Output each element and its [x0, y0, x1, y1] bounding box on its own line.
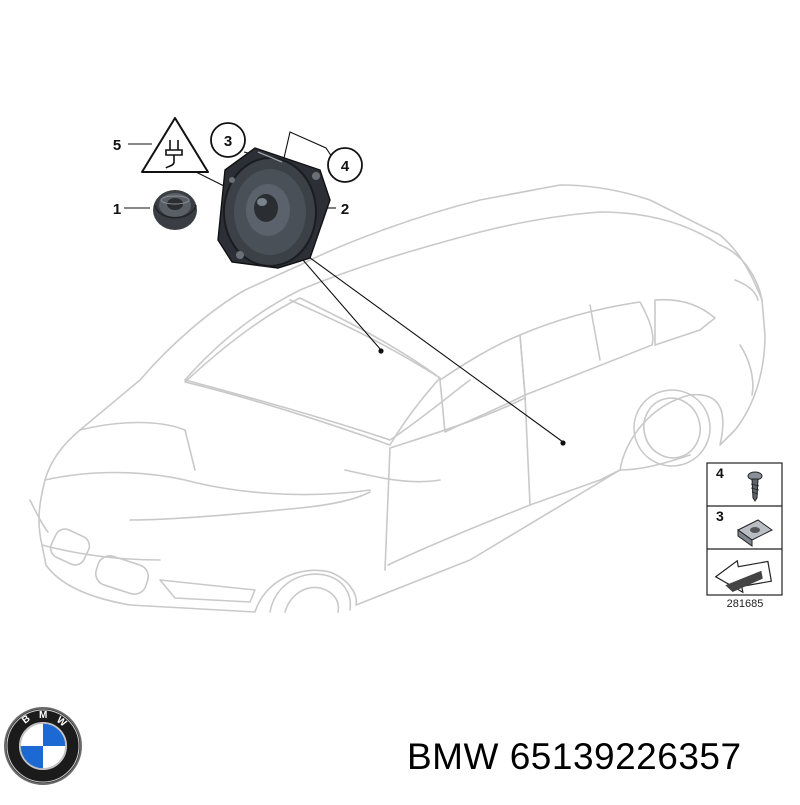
- callout-1: 1: [113, 201, 121, 218]
- brand-name: BMW: [407, 736, 499, 777]
- part-number: 65139226357: [509, 736, 742, 777]
- callout-5-label: 5: [113, 137, 121, 154]
- part-caption: BMW 65139226357: [407, 736, 797, 786]
- callout-5: 5: [113, 137, 121, 154]
- target-dot-door: [560, 440, 566, 446]
- legend-item-3-number: 3: [716, 508, 724, 524]
- legend-item-4-number: 4: [716, 465, 724, 481]
- leader-lines: [124, 131, 564, 443]
- target-dot-dashboard: [378, 348, 384, 354]
- speaker-icon: [217, 147, 331, 269]
- drawing-number: 281685: [727, 598, 764, 610]
- callout-4-label: 4: [341, 158, 350, 175]
- bmw-logo: B M W: [4, 707, 82, 785]
- direction-arrow-icon: [714, 559, 773, 594]
- callout-2: 2: [341, 201, 349, 218]
- tweeter-icon: [153, 190, 197, 230]
- callout-2-label: 2: [341, 201, 349, 218]
- fastener-legend: 4 3: [706, 462, 783, 596]
- clip-nut-icon: [737, 519, 773, 547]
- callout-4: 4: [327, 147, 363, 183]
- callout-1-label: 1: [113, 201, 121, 218]
- callout-3-label: 3: [224, 133, 232, 150]
- callout-3: 3: [210, 122, 246, 158]
- screw-icon: [747, 471, 763, 502]
- car-outline: [29, 184, 766, 613]
- warning-triangle-icon: [141, 117, 209, 173]
- logo-letter-m: M: [39, 710, 47, 721]
